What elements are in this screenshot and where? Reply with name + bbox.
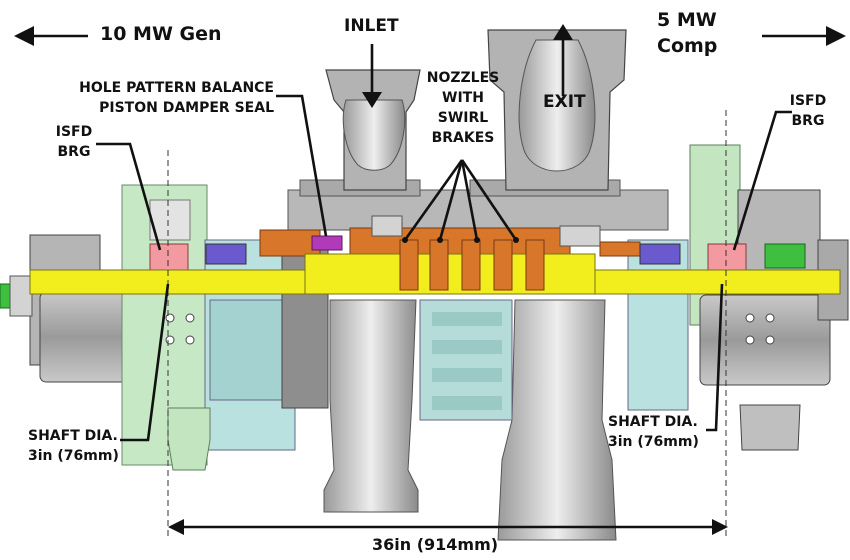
hole-pattern-label-line1: HOLE PATTERN BALANCE — [79, 80, 274, 96]
left-support-foot — [167, 407, 211, 471]
nozzles-label-line1: NOZZLES — [426, 70, 500, 86]
hole-pattern-label-line2: PISTON DAMPER SEAL — [99, 100, 274, 116]
bolt-holes — [165, 313, 775, 345]
isfd-left-label-line1: ISFD — [55, 124, 93, 140]
balance-piston-seal — [311, 235, 343, 251]
gen-label: 10 MW Gen — [100, 23, 222, 45]
shaft-dia-right-line1: SHAFT DIA. — [608, 414, 698, 430]
exit-nozzle — [487, 29, 627, 191]
leader-lines — [30, 34, 830, 529]
nozzles-label-line2: WITH — [442, 90, 484, 106]
comp-label-line1: 5 MW — [657, 9, 717, 31]
inlet-label: INLET — [344, 16, 399, 36]
impeller-stack — [349, 215, 641, 257]
arrow-heads — [14, 24, 846, 535]
nozzles-label-line3: SWIRL — [437, 110, 489, 126]
isfd-right-label-line2: BRG — [791, 113, 825, 129]
impeller-blades — [399, 239, 545, 291]
isfd-left-label-line2: BRG — [57, 144, 91, 160]
shaft-dia-left-line2: 3in (76mm) — [28, 448, 119, 464]
shaft-dia-left-line1: SHAFT DIA. — [28, 428, 118, 444]
left-end-cap — [9, 275, 33, 317]
shaft-dia-right-line2: 3in (76mm) — [608, 434, 699, 450]
comp-label-line2: Comp — [657, 35, 718, 57]
nozzles-label-line4: BRAKES — [431, 130, 495, 146]
bearing-centerlines — [167, 110, 727, 540]
isfd-right-label-line1: ISFD — [789, 93, 827, 109]
isfd-bearing-left — [149, 243, 189, 275]
left-seal-block — [205, 243, 247, 265]
intermediate-casing — [419, 299, 513, 421]
exit-label: EXIT — [543, 92, 586, 112]
inlet-nozzle — [325, 69, 421, 191]
exit-volute-pipe — [497, 299, 617, 541]
inlet-volute-pipe — [323, 299, 419, 513]
shaft-length-label: 36in (914mm) — [372, 535, 499, 554]
right-seal-block — [639, 243, 681, 265]
